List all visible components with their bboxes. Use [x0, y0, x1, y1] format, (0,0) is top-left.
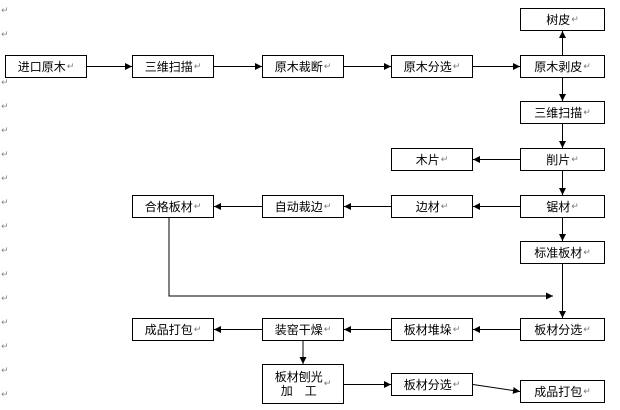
- node-standard-boards: 标准板材↵: [520, 241, 605, 264]
- paragraph-mark: ↵: [1, 6, 9, 16]
- node-log-cutting: 原木裁断↵: [262, 55, 344, 78]
- paragraph-mark: ↵: [1, 102, 9, 112]
- paragraph-mark: ↵: [1, 270, 9, 280]
- paragraph-mark: ↵: [1, 78, 9, 88]
- node-packaging-2: 成品打包↵: [520, 380, 605, 403]
- node-board-sorting-1: 板材分选↵: [520, 318, 605, 341]
- node-qualified-boards: 合格板材↵: [132, 195, 214, 218]
- node-imported-log: 进口原木↵: [5, 55, 87, 78]
- paragraph-mark: ↵: [1, 366, 9, 376]
- node-chipping: 削片↵: [520, 148, 605, 171]
- paragraph-mark: ↵: [1, 174, 9, 184]
- node-auto-edging: 自动裁边↵: [262, 195, 344, 218]
- paragraph-mark: ↵: [1, 390, 9, 400]
- paragraph-mark: ↵: [1, 318, 9, 328]
- node-wood-chips: 木片↵: [391, 148, 473, 171]
- node-board-sorting-2: 板材分选↵: [391, 373, 473, 396]
- node-log-debarking: 原木剥皮↵: [520, 55, 605, 78]
- paragraph-mark: ↵: [1, 222, 9, 232]
- node-edge-wood: 边材↵: [391, 195, 473, 218]
- paragraph-mark: ↵: [1, 126, 9, 136]
- arrow-qualified-to-merge: [168, 218, 553, 300]
- node-sawing: 锯材↵: [520, 195, 605, 218]
- paragraph-mark: ↵: [1, 294, 9, 304]
- node-board-stacking: 板材堆垛↵: [391, 318, 473, 341]
- node-packaging-1: 成品打包↵: [132, 318, 214, 341]
- node-kiln-drying: 装窑干燥↵: [262, 318, 344, 341]
- paragraph-mark: ↵: [1, 198, 9, 208]
- node-3d-scan-1: 三维扫描↵: [132, 55, 214, 78]
- node-log-sorting: 原木分选↵: [391, 55, 473, 78]
- node-planing: 板材刨光 加 工↵: [262, 364, 344, 404]
- node-3d-scan-2: 三维扫描↵: [520, 101, 605, 124]
- paragraph-mark: ↵: [1, 30, 9, 40]
- paragraph-mark: ↵: [1, 342, 9, 352]
- arrow-sort2-to-pack2: [472, 384, 521, 394]
- node-bark: 树皮↵: [520, 8, 605, 31]
- paragraph-mark: ↵: [1, 246, 9, 256]
- paragraph-mark: ↵: [1, 150, 9, 160]
